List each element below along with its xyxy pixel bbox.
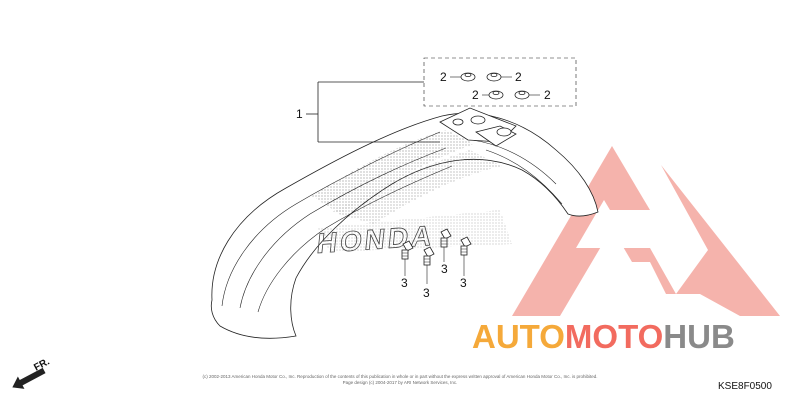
washer-b[interactable] [486,72,502,82]
callout-bolt-b: 3 [423,286,430,300]
watermark-text: AUTOMOTOHUB [472,318,735,355]
washer-a[interactable] [460,72,476,82]
arrow-icon [12,367,46,389]
washer-d[interactable] [514,90,530,100]
front-direction-indicator: FR. [12,356,52,389]
callout-washer-d: 2 [544,88,551,102]
callout-fender: 1 [296,107,303,121]
watermark-auto: AUTO [472,318,565,355]
copyright-line-2: Page design (c) 2004-2017 by ARI Network… [343,380,458,385]
callout-washer-c: 2 [472,88,479,102]
copyright-line-1: (c) 2002-2013 American Honda Motor Co., … [203,374,598,379]
watermark-moto: MOTO [565,318,663,355]
callout-bolt-d: 3 [460,276,467,290]
svg-text:AUTOMOTOHUB: AUTOMOTOHUB [472,318,735,355]
direction-label: FR. [32,356,52,373]
bolt-d[interactable] [460,236,472,256]
watermark-hub: HUB [663,318,735,355]
leader-lines [306,57,577,284]
callout-washer-a: 2 [440,70,447,84]
bolt-b[interactable] [423,246,435,266]
callout-washer-b: 2 [515,70,522,84]
watermark-logo [512,146,780,316]
figure-code: KSE8F0500 [718,381,772,392]
bolt-c[interactable] [440,228,452,248]
washer-c[interactable] [488,90,504,100]
callout-bolt-c: 3 [441,262,448,276]
callout-bolt-a: 3 [401,276,408,290]
